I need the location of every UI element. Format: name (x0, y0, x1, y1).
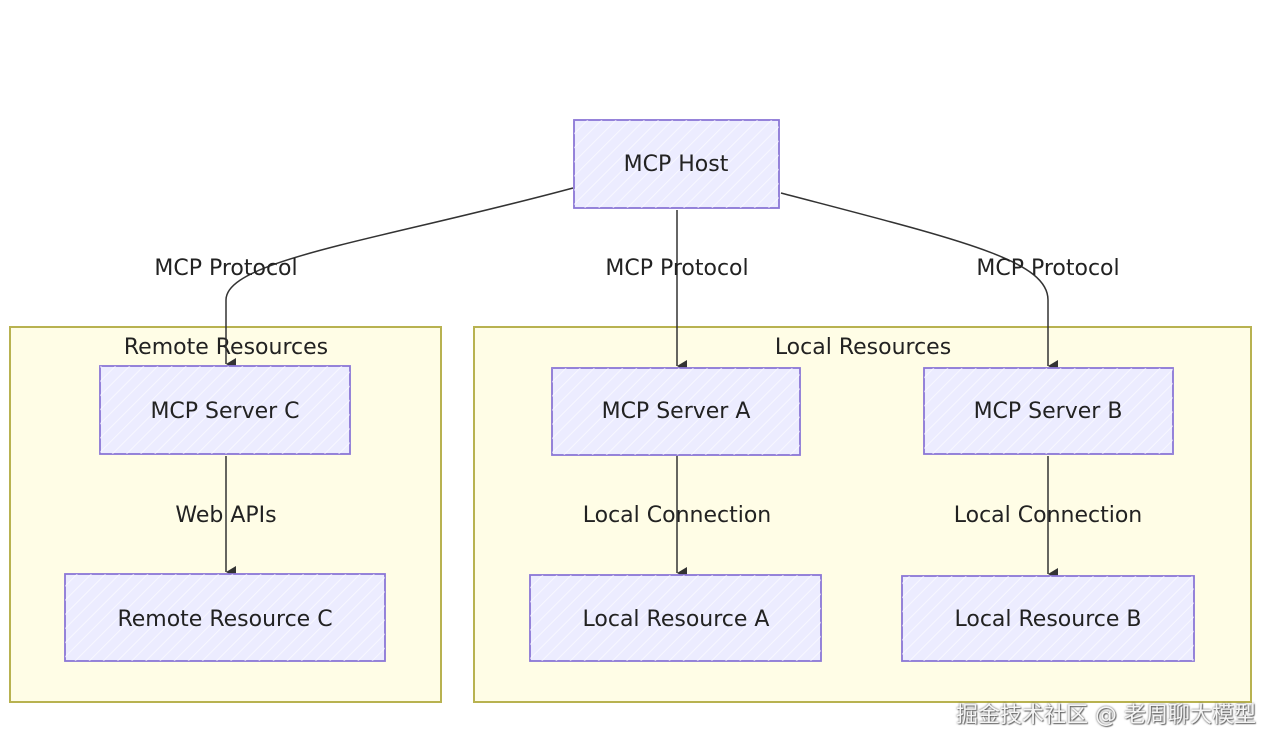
edge-label-host-to-a: MCP Protocol (605, 256, 748, 281)
node-label-resource-a: Local Resource A (583, 607, 770, 632)
node-mcp-server-c[interactable]: MCP Server C (99, 365, 351, 455)
edge-host-to-server-b (780, 192, 1058, 372)
node-label-server-a: MCP Server A (602, 399, 751, 424)
edge-label-host-to-c: MCP Protocol (154, 256, 297, 281)
edge-label-c-to-rc: Web APIs (175, 503, 276, 528)
node-label-server-c: MCP Server C (150, 399, 299, 424)
node-remote-resource-c[interactable]: Remote Resource C (64, 573, 386, 662)
node-mcp-server-b[interactable]: MCP Server B (923, 367, 1174, 455)
node-label-host: MCP Host (624, 152, 729, 177)
edge-label-a-to-ra: Local Connection (583, 503, 772, 528)
node-local-resource-a[interactable]: Local Resource A (529, 574, 822, 662)
edge-label-b-to-rb: Local Connection (954, 503, 1143, 528)
node-mcp-server-a[interactable]: MCP Server A (551, 367, 801, 456)
node-label-resource-b: Local Resource B (955, 607, 1142, 632)
node-mcp-host[interactable]: MCP Host (573, 119, 780, 209)
group-label-local: Local Resources (775, 335, 951, 360)
node-local-resource-b[interactable]: Local Resource B (901, 575, 1195, 662)
node-label-server-b: MCP Server B (974, 399, 1123, 424)
node-label-resource-c: Remote Resource C (117, 607, 332, 632)
watermark: 掘金技术社区 @ 老周聊大模型 (956, 703, 1256, 728)
edge-label-host-to-b: MCP Protocol (976, 256, 1119, 281)
edge-host-to-server-c (225, 187, 574, 370)
